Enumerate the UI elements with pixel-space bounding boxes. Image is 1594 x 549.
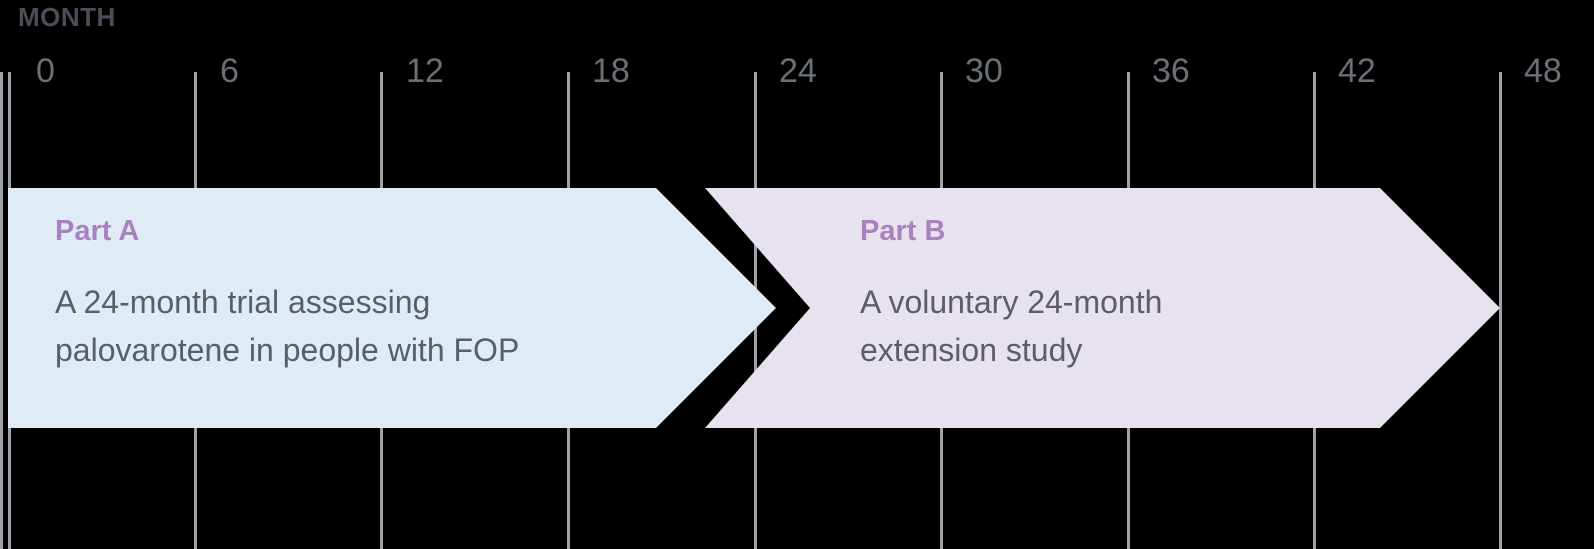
phase-part-a-content: Part A A 24-month trial assessing palova… (8, 188, 519, 374)
tick-label-24: 24 (779, 52, 817, 90)
tick-label-6: 6 (220, 52, 239, 90)
phase-part-a-arrow-shape (8, 188, 776, 428)
phase-part-a-description: A 24-month trial assessing palovarotene … (55, 284, 520, 368)
tick-label-36: 36 (1152, 52, 1190, 90)
phase-part-a[interactable]: Part A A 24-month trial assessing palova… (8, 188, 776, 428)
axis-title: MONTH (18, 2, 116, 32)
gridline-48 (1499, 72, 1502, 549)
tick-label-42: 42 (1338, 52, 1376, 90)
phase-part-a-title: Part A (55, 215, 140, 247)
tick-label-0: 0 (36, 52, 55, 90)
tick-label-12: 12 (406, 52, 444, 90)
phase-part-b-description: A voluntary 24-month extension study (860, 284, 1163, 368)
phase-part-b-content: Part B A voluntary 24-month extension st… (705, 188, 1162, 374)
gridline-12 (0, 72, 3, 549)
phase-part-b-arrow-shape (705, 188, 1500, 428)
phase-part-b[interactable]: Part B A voluntary 24-month extension st… (705, 188, 1500, 428)
tick-label-18: 18 (592, 52, 630, 90)
tick-label-30: 30 (965, 52, 1003, 90)
tick-label-48: 48 (1524, 52, 1562, 90)
phase-part-b-title: Part B (860, 215, 946, 247)
